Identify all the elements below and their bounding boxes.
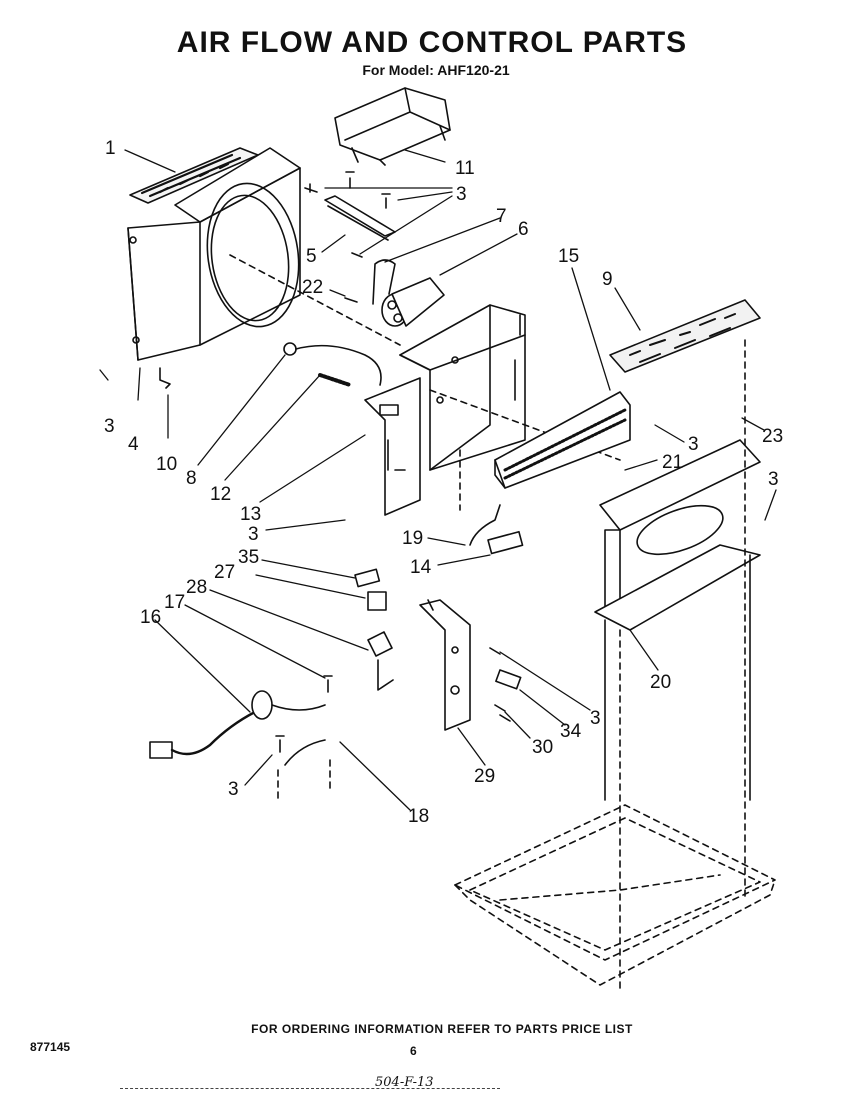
callout-3-screws-top: 3 bbox=[456, 184, 467, 205]
callout-3-screw-lower: 3 bbox=[228, 779, 239, 800]
callout-3-screw-coil: 3 bbox=[688, 434, 699, 455]
callout-11: 11 bbox=[455, 158, 475, 179]
part-blower-housing bbox=[594, 339, 761, 991]
handwritten-note: 504-F-13 bbox=[375, 1075, 434, 1090]
model-subtitle: For Model: AHF120-21 bbox=[362, 62, 510, 78]
callout-27: 27 bbox=[214, 562, 235, 583]
callout-8: 8 bbox=[186, 468, 197, 489]
callout-13: 13 bbox=[240, 504, 261, 525]
callout-3-screw-right: 3 bbox=[768, 469, 779, 490]
part-coil bbox=[494, 391, 631, 489]
callout-leaders bbox=[99, 149, 777, 811]
part-thermostat-clip bbox=[459, 449, 524, 555]
callout-29: 29 bbox=[474, 766, 495, 787]
handwritten-underline bbox=[120, 1088, 500, 1089]
part-switches bbox=[354, 568, 394, 691]
callout-5: 5 bbox=[306, 246, 317, 267]
callout-labels: 1 3 4 10 5 22 11 3 7 6 15 9 8 12 13 3 3 … bbox=[104, 138, 783, 827]
callout-30: 30 bbox=[532, 737, 553, 758]
callout-19: 19 bbox=[402, 528, 423, 549]
callout-3-screw-left: 3 bbox=[104, 416, 115, 437]
callout-22: 22 bbox=[302, 277, 323, 298]
ordering-note: FOR ORDERING INFORMATION REFER TO PARTS … bbox=[251, 1022, 633, 1036]
callout-7: 7 bbox=[496, 206, 507, 227]
part-fan-shroud bbox=[127, 147, 401, 361]
callout-16: 16 bbox=[140, 607, 161, 628]
callout-20: 20 bbox=[650, 672, 671, 693]
callout-17: 17 bbox=[164, 592, 185, 613]
callout-3-screw-plate: 3 bbox=[590, 708, 601, 729]
part-capacitor bbox=[372, 259, 445, 327]
callout-6: 6 bbox=[518, 219, 529, 240]
callout-9: 9 bbox=[602, 269, 613, 290]
callout-15: 15 bbox=[558, 246, 579, 267]
callout-3-screw-bracket: 3 bbox=[248, 524, 259, 545]
callout-14: 14 bbox=[410, 557, 432, 578]
callout-28: 28 bbox=[186, 577, 207, 598]
callout-1: 1 bbox=[105, 138, 116, 159]
part-power-cord bbox=[149, 690, 326, 759]
callout-12: 12 bbox=[210, 484, 231, 505]
document-number: 877145 bbox=[30, 1040, 71, 1054]
part-filter bbox=[609, 299, 761, 373]
part-bracket-bar bbox=[324, 195, 396, 241]
callout-10: 10 bbox=[156, 454, 177, 475]
part-small-hardware bbox=[489, 647, 522, 722]
callout-23: 23 bbox=[762, 426, 783, 447]
callout-35: 35 bbox=[238, 547, 259, 568]
screws-top bbox=[304, 171, 391, 303]
callout-34: 34 bbox=[560, 721, 582, 742]
part-control-cover bbox=[334, 87, 451, 166]
part-control-bracket bbox=[364, 377, 421, 516]
part-wire-lead bbox=[275, 675, 333, 801]
part-control-plate bbox=[419, 599, 471, 731]
part-base-pan bbox=[454, 804, 776, 986]
callout-21: 21 bbox=[662, 452, 683, 473]
callout-18: 18 bbox=[408, 806, 429, 827]
part-clip bbox=[159, 367, 171, 389]
part-wire-harness bbox=[283, 342, 382, 387]
callout-4: 4 bbox=[128, 434, 139, 455]
page-title: AIR FLOW AND CONTROL PARTS bbox=[176, 26, 688, 59]
page-number: 6 bbox=[410, 1044, 417, 1058]
